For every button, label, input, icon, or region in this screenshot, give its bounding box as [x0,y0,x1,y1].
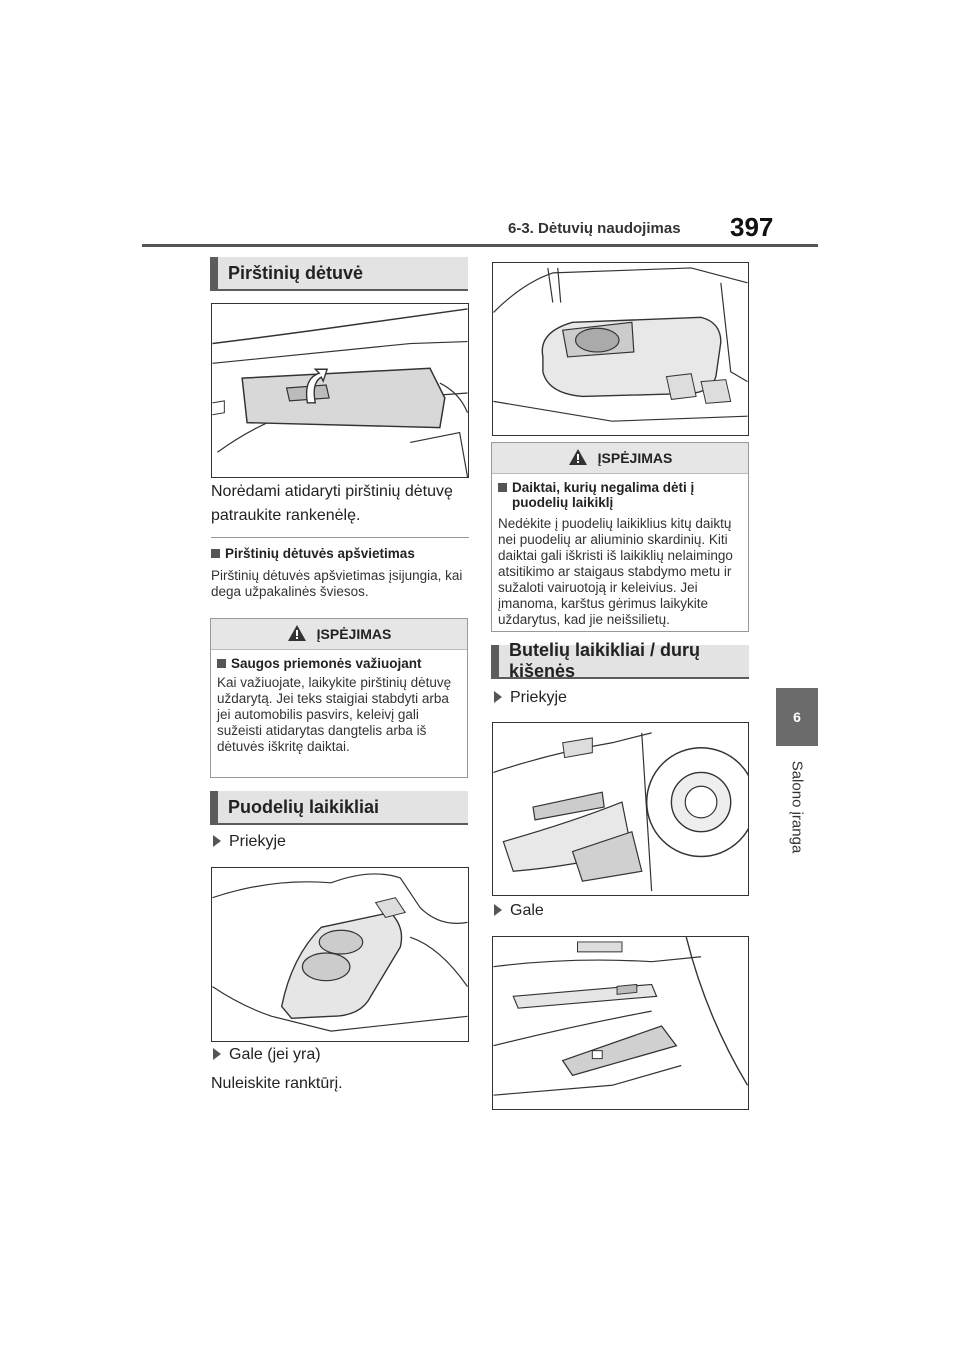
warning-title: ĮSPĖJIMAS [211,619,467,650]
warning-text: Nedėkite į puodelių laikiklius kitų daik… [498,516,733,627]
arrow-right-icon [494,904,502,916]
square-bullet-icon [217,659,226,668]
divider [211,537,469,538]
warning-body: Saugos priemonės važiuojant Kai važiuoja… [211,650,467,761]
glovebox-warning-box: ĮSPĖJIMAS Saugos priemonės važiuojant Ka… [210,618,468,778]
cupholders-front-label-text: Priekyje [229,833,286,850]
bottles-front-label-text: Priekyje [510,689,567,706]
glovebox-heading: Pirštinių dėtuvė [210,257,468,291]
cupholders-front-label: Priekyje [213,833,286,851]
warning-subheading-text: Saugos priemonės važiuojant [231,656,422,671]
warning-subheading-text: Daiktai, kurių negalima dėti į puodelių … [512,480,695,510]
rear-door-pocket-illustration [493,937,748,1096]
bottles-rear-label-text: Gale [510,902,544,919]
bottles-rear-label: Gale [494,902,544,920]
rear-cupholder-figure [492,262,749,436]
page-number: 397 [730,212,774,242]
cupholders-rear-label: Gale (jei yra) [213,1046,321,1064]
glovebox-figure [211,303,469,478]
warning-title-text: ĮSPĖJIMAS [597,450,673,466]
warning-triangle-icon [568,448,588,469]
square-bullet-icon [498,483,507,492]
arrow-right-icon [213,1048,221,1060]
warning-subheading: Daiktai, kurių negalima dėti į puodelių … [498,480,742,510]
cupholder-warning-box: ĮSPĖJIMAS Daiktai, kurių negalima dėti į… [491,442,749,632]
warning-title: ĮSPĖJIMAS [492,443,748,474]
cupholders-rear-instruction: Nuleiskite ranktūrį. [211,1075,343,1092]
warning-text: Kai važiuojate, laikykite pirštinių dėtu… [217,675,452,754]
glovebox-light-heading: Pirštinių dėtuvės apšvietimas [211,546,469,561]
warning-title-text: ĮSPĖJIMAS [316,626,392,642]
warning-subheading: Saugos priemonės važiuojant [217,656,461,671]
front-cupholder-figure [211,867,469,1042]
front-door-pocket-figure [492,722,749,896]
chapter-title: Salono įranga [776,752,818,862]
chapter-tab[interactable]: 6 [776,688,818,746]
glovebox-light-heading-text: Pirštinių dėtuvės apšvietimas [225,546,415,561]
cupholders-heading: Puodelių laikikliai [210,791,468,825]
section-title: 6-3. Dėtuvių naudojimas [508,220,681,237]
cupholders-rear-label-text: Gale (jei yra) [229,1046,321,1063]
arrow-right-icon [494,691,502,703]
rear-door-pocket-figure [492,936,749,1110]
glovebox-light-text: Pirštinių dėtuvės apšvietimas įsijungia,… [211,568,463,599]
chapter-title-text: Salono įranga [788,760,806,854]
bottles-heading-text: Butelių laikikliai / durų kišenės [509,640,701,681]
front-door-pocket-illustration [493,732,748,892]
warning-body: Daiktai, kurių negalima dėti į puodelių … [492,474,748,634]
cupholders-heading-text: Puodelių laikikliai [228,796,380,817]
rear-cupholder-illustration [493,267,748,422]
glovebox-instruction: Norėdami atidaryti pirštinių dėtuvę patr… [211,483,453,524]
header-divider [142,244,818,247]
bottles-heading: Butelių laikikliai / durų kišenės [491,640,749,681]
bottles-front-label: Priekyje [494,689,567,707]
warning-triangle-icon [287,624,307,645]
glovebox-illustration [212,308,468,477]
arrow-right-icon [213,835,221,847]
square-bullet-icon [211,549,220,558]
front-cupholder-illustration [212,873,468,1032]
glovebox-heading-text: Pirštinių dėtuvė [228,262,364,283]
